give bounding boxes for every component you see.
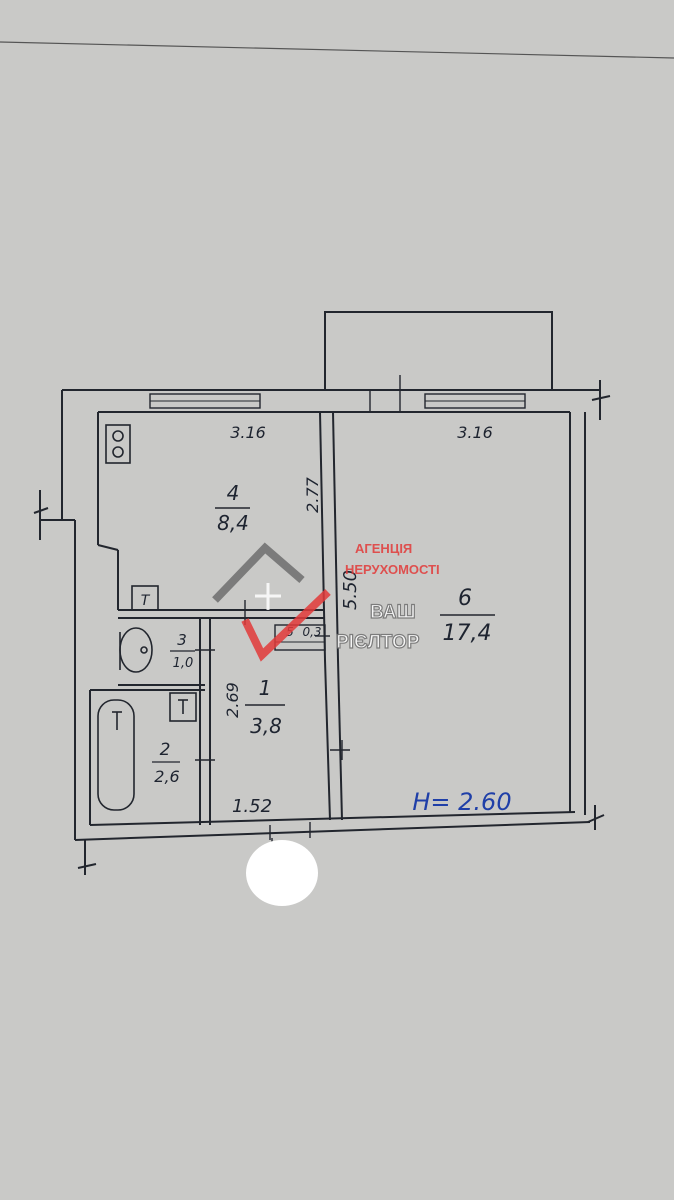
- dim-room6-depth: 5.50: [340, 570, 361, 610]
- dim-corridor-width: 1.52: [232, 796, 272, 817]
- redaction-circle: [246, 840, 318, 906]
- dim-room4-depth: 2.77: [303, 476, 322, 512]
- watermark-line-1: АГЕНЦІЯ: [355, 541, 412, 556]
- watermark-check-icon: [241, 589, 331, 662]
- bathtub-icon: [97, 699, 135, 811]
- room-3-number: 3: [177, 631, 187, 649]
- balcony-outline: [324, 311, 553, 390]
- toilet-tank-icon: [131, 585, 159, 611]
- room-1-area: 3,8: [250, 714, 282, 738]
- sink-icon: [169, 692, 197, 722]
- fixtures: [97, 424, 197, 811]
- room-1-number: 1: [259, 676, 272, 700]
- room-2-number: 2: [160, 740, 171, 760]
- room-6-area: 17,4: [443, 621, 492, 646]
- ceiling-height: H= 2.60: [412, 788, 511, 816]
- toilet-tank-label: T: [141, 593, 151, 609]
- room-2-area: 2,6: [154, 767, 179, 786]
- watermark-house-icon: [212, 542, 305, 603]
- room-6-number: 6: [458, 586, 472, 611]
- room-5-area: 0,3: [302, 625, 321, 639]
- dim-corridor-length: 2.69: [223, 682, 242, 718]
- watermark-line-4: РІЄЛТОР: [336, 632, 420, 653]
- room-3-area: 1,0: [173, 656, 194, 671]
- agency-watermark: АГЕНЦІЯ НЕРУХОМОСТІ ВАШ РІЄЛТОР: [212, 541, 440, 662]
- room-4-area: 8,4: [217, 511, 249, 535]
- dim-room4-width: 3.16: [230, 423, 266, 442]
- paper-top-line: [0, 41, 674, 59]
- watermark-line-3: ВАШ: [370, 602, 416, 623]
- stove-icon: [105, 424, 131, 464]
- room-4-number: 4: [227, 481, 240, 505]
- watermark-line-2: НЕРУХОМОСТІ: [345, 562, 440, 577]
- dim-room6-width: 3.16: [457, 423, 493, 442]
